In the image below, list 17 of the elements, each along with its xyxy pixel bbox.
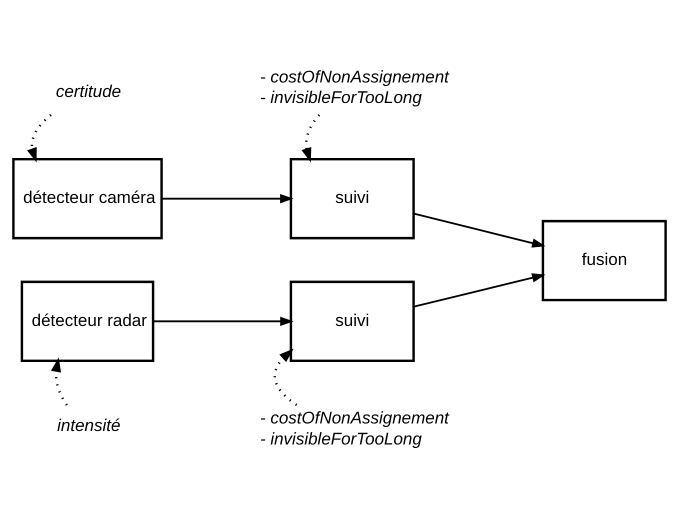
node-box: suivi [290, 158, 415, 240]
arrow [50, 357, 68, 406]
arrow [414, 273, 546, 308]
arrow [302, 114, 320, 162]
node-text: - costOfNonAssignement - invisibleForTooLong [260, 67, 449, 107]
node-text: intensité [57, 416, 120, 435]
arrow [274, 348, 298, 406]
node-box: suivi [290, 280, 415, 362]
arrow [162, 194, 294, 204]
node-box: détecteur caméra [12, 158, 163, 240]
node-text: - costOfNonAssignement - invisibleForTooLong [260, 408, 449, 448]
arrow [153, 316, 294, 326]
node-text: certitude [56, 82, 122, 101]
arrow [27, 114, 52, 163]
node-box: fusion [542, 220, 667, 302]
arrow [414, 212, 546, 248]
node-box: détecteur radar [20, 280, 154, 362]
